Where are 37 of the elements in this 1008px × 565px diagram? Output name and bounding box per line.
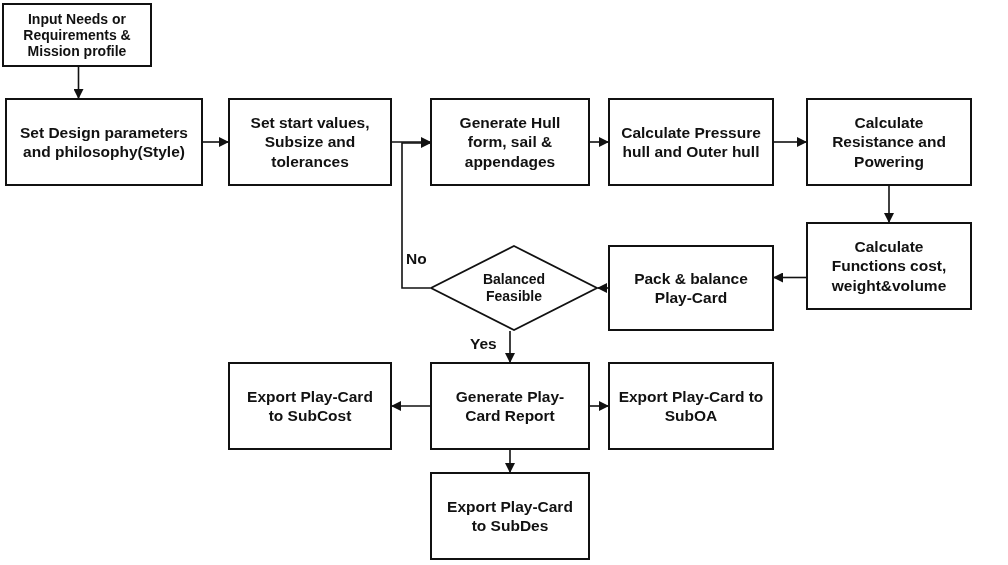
arrow — [597, 283, 609, 293]
process-box — [806, 222, 972, 310]
node-text: Set start values, Subsize and tolerances — [249, 112, 371, 172]
node-text: Generate Hull form, sail & appendages — [458, 112, 562, 172]
node-text: Balanced Feasible — [481, 270, 547, 306]
node-text: Set Design parameters and philosophy(Style) — [19, 122, 189, 162]
arrow — [391, 401, 431, 411]
process-box — [228, 98, 392, 186]
process-box — [430, 362, 590, 450]
node-text: Export Play-Card to SubCost — [246, 386, 374, 426]
arrow — [73, 66, 84, 99]
node-text: Export Play-Card to SubOA — [618, 386, 764, 426]
decision-diamond — [430, 245, 598, 331]
node-text: Calculate Functions cost, weight&volume — [830, 236, 948, 296]
process-box — [430, 98, 590, 186]
process-box — [806, 98, 972, 186]
node-text: Export Play-Card to SubDes — [446, 496, 574, 536]
process-box — [608, 98, 774, 186]
arrow — [505, 330, 515, 363]
arrow — [773, 137, 807, 147]
process-box — [228, 362, 392, 450]
node-text: Calculate Resistance and Powering — [831, 112, 947, 172]
process-box — [608, 362, 774, 450]
arrow — [589, 401, 609, 411]
arrow — [773, 272, 807, 283]
process-box — [430, 472, 590, 560]
process-box — [608, 245, 774, 331]
arrow — [589, 137, 609, 147]
arrow — [884, 185, 894, 223]
arrow — [202, 137, 229, 147]
node-text: Pack & balance Play-Card — [633, 268, 749, 308]
arrow — [505, 449, 515, 473]
process-box — [5, 98, 203, 186]
node-text: Calculate Pressure hull and Outer hull — [620, 122, 762, 162]
process-box — [2, 3, 152, 67]
node-text: Input Needs or Requirements & Mission profile — [22, 10, 132, 60]
node-text: Generate Play-Card Report — [454, 386, 566, 426]
